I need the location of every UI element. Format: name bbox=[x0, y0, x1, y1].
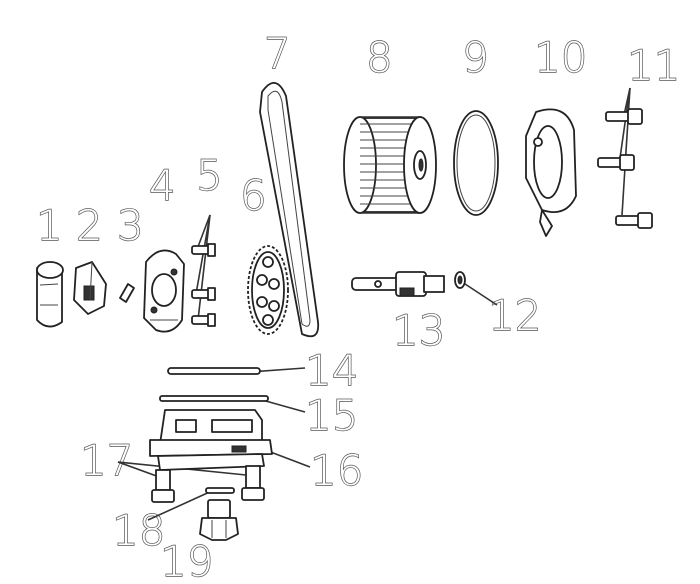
label-2: 2 bbox=[76, 201, 103, 250]
part-11-bolts bbox=[597, 108, 653, 229]
part-15-thin-rod bbox=[159, 395, 269, 402]
part-7-belt bbox=[259, 82, 320, 338]
label-12: 12 bbox=[488, 291, 541, 340]
label-16: 16 bbox=[310, 446, 363, 495]
label-15: 15 bbox=[305, 391, 358, 440]
label-9: 9 bbox=[462, 33, 489, 82]
label-4: 4 bbox=[149, 161, 176, 210]
label-8: 8 bbox=[366, 33, 393, 82]
label-18: 18 bbox=[112, 506, 165, 555]
label-17: 17 bbox=[80, 436, 133, 485]
label-13: 13 bbox=[392, 306, 445, 355]
label-5: 5 bbox=[196, 151, 223, 200]
part-3-pin bbox=[119, 283, 135, 303]
part-1-collar bbox=[36, 261, 64, 328]
part-13-shaft bbox=[351, 271, 445, 297]
part-2-block bbox=[73, 261, 107, 315]
label-1: 1 bbox=[36, 201, 63, 250]
label-19: 19 bbox=[160, 537, 213, 584]
part-4-housing bbox=[143, 249, 185, 333]
label-7: 7 bbox=[264, 29, 291, 78]
part-6-sprocket bbox=[247, 245, 289, 335]
part-9-o-ring bbox=[453, 110, 499, 216]
part-12-clip bbox=[454, 271, 466, 289]
part-17-feet bbox=[151, 465, 265, 503]
part-8-filter bbox=[343, 116, 437, 214]
label-6: 6 bbox=[240, 171, 267, 220]
label-14: 14 bbox=[305, 346, 358, 395]
part-18-pin bbox=[205, 487, 235, 494]
part-16-base-plate bbox=[149, 409, 273, 471]
label-3: 3 bbox=[117, 201, 144, 250]
part-5-screws bbox=[191, 243, 216, 327]
part-10-cover bbox=[525, 108, 577, 237]
part-19-plug bbox=[199, 499, 239, 541]
part-14-rod bbox=[167, 367, 261, 375]
label-10: 10 bbox=[534, 33, 587, 82]
part-labels: 1 2 3 4 5 6 7 8 9 10 11 12 13 14 15 16 1… bbox=[35, 28, 681, 584]
label-11: 11 bbox=[627, 41, 680, 90]
